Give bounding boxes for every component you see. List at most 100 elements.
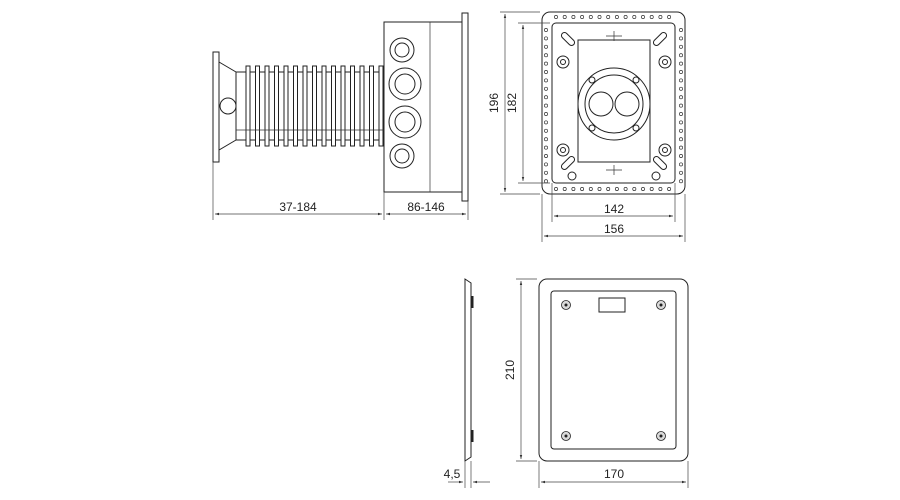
knockout-hole [623,15,628,19]
knockout-hole [571,15,576,19]
extension-rib [340,65,346,147]
extension-rib [264,65,270,147]
knockout-hole [544,145,548,150]
knockout-hole [649,15,654,19]
knockout-hole [544,103,548,108]
knockout-hole [679,179,683,184]
cover-screws [561,300,666,441]
extension-rib [302,65,308,147]
front-screw-posts [556,55,672,181]
knockout-hole [588,187,593,191]
knockout-hole [623,187,628,191]
cover-side-clip-top [471,296,474,308]
knockout-hole [544,86,548,91]
knockout-hole [679,53,683,58]
cover-side-clip-bottom [471,430,474,442]
dim-label-outer-height: 196 [487,93,501,113]
cover-side-profile [464,278,472,462]
knockout-hole [544,120,548,125]
dim-label-cover-height: 210 [503,360,517,380]
dim-label-cover-width: 170 [604,467,624,481]
dim-label-inner-height: 182 [505,93,519,113]
knockout-hole [614,187,619,191]
knockout-hole [544,128,548,133]
knockout-hole [580,15,585,19]
side-box-rim [461,12,469,202]
cover-side-view: 4,5 [444,278,490,488]
knockout-hole [554,15,558,19]
knockout-hole [544,137,548,142]
knockout-hole [679,78,683,83]
knockout-hole [679,112,683,116]
knockout-hole [679,44,683,49]
knockout-hole [580,187,585,191]
front-knockout-holes [544,15,683,191]
knockout-hole [679,28,683,32]
side-extension-tube [235,71,385,141]
front-hub-outer [577,67,651,141]
knockout-hole [667,187,672,191]
knockout-hole [679,128,683,133]
side-extension-ribs [245,65,384,147]
knockout-hole [606,15,611,19]
dim-label-thickness: 4,5 [444,467,461,481]
front-corner-slots [560,31,668,171]
dim-label-outer-width: 156 [604,222,624,236]
front-view: 196 182 142 156 [487,11,686,242]
front-hub-port-left [588,91,614,117]
knockout-hole [667,15,672,19]
knockout-hole [544,78,548,83]
knockout-hole [649,187,654,191]
knockout-hole [679,162,683,167]
dim-label-box-depth: 86-146 [407,200,445,214]
knockout-hole [588,15,593,19]
knockout-hole [658,187,663,191]
extension-rib [321,65,327,147]
knockout-hole [544,70,548,74]
extension-rib [350,65,355,147]
knockout-hole [632,15,637,19]
knockout-hole [544,162,548,167]
extension-rib [245,65,251,147]
cover-inner-panel [550,290,677,450]
cover-outer-frame [538,278,689,462]
knockout-hole [571,187,576,191]
knockout-hole [658,15,663,19]
side-view: 37-184 86-146 [212,12,469,220]
dim-label-extension: 37-184 [279,200,317,214]
knockout-hole [679,36,683,41]
cover-label-window [598,297,626,313]
knockout-hole [544,170,548,175]
knockout-hole [679,120,683,125]
knockout-hole [679,145,683,150]
knockout-hole [544,44,548,49]
extension-rib [293,65,298,147]
knockout-hole [554,187,558,191]
knockout-hole [679,95,683,100]
front-inner-frame [551,22,676,184]
knockout-hole [606,187,611,191]
knockout-hole [597,187,602,191]
knockout-hole [614,15,619,19]
knockout-hole [679,103,683,108]
cover-front-view: 210 170 [503,278,689,488]
side-bracket [218,61,237,151]
front-hub-inner [584,74,644,134]
knockout-hole [641,15,645,19]
side-cable-glands [388,37,422,169]
knockout-hole [679,170,683,175]
knockout-hole [544,28,548,32]
extension-rib [255,65,260,147]
knockout-hole [679,86,683,91]
knockout-hole [679,154,683,158]
knockout-hole [562,187,567,191]
extension-rib [369,65,374,147]
knockout-hole [641,187,645,191]
knockout-hole [544,53,548,58]
knockout-hole [597,15,602,19]
extension-rib [331,65,336,147]
knockout-hole [679,137,683,142]
front-bottom-mark [606,165,622,175]
knockout-hole [544,112,548,116]
